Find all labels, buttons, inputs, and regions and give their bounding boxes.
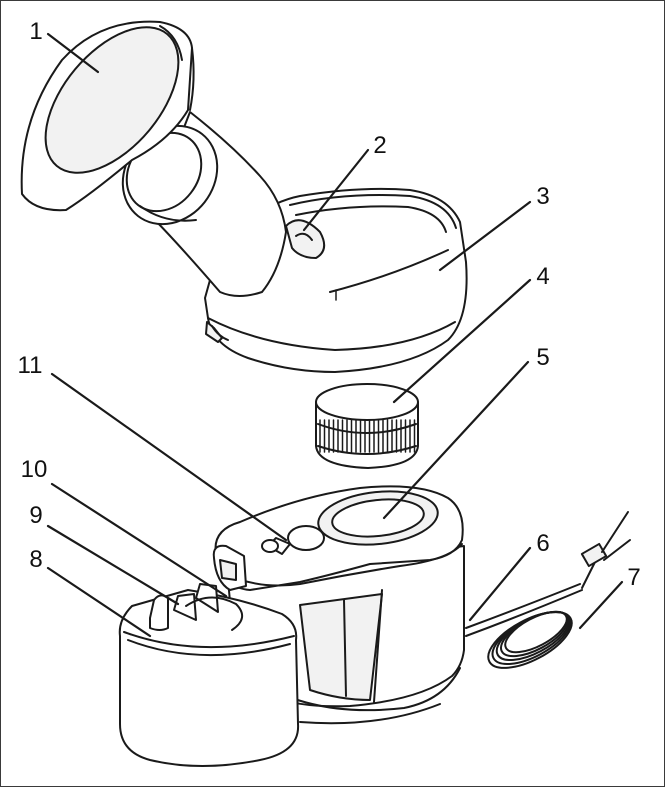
power-cord [487, 511, 631, 669]
callout-7: 7 [627, 564, 641, 591]
leader-8 [46, 566, 152, 638]
leader-lines [46, 32, 624, 638]
leader-10 [50, 482, 228, 598]
callout-6: 6 [536, 530, 550, 557]
leader-4 [392, 278, 532, 404]
leader-3 [438, 200, 532, 272]
callout-4: 4 [536, 263, 550, 290]
power-switch [261, 525, 325, 555]
callout-8: 8 [29, 546, 43, 573]
medicine-cap [315, 383, 419, 469]
mask-part [20, 20, 195, 212]
cord-coil-loop [504, 610, 568, 654]
leader-6 [468, 546, 532, 622]
vent-slot [285, 219, 326, 259]
callout-5: 5 [536, 344, 550, 371]
leader-2 [302, 148, 370, 232]
callout-10: 10 [20, 456, 48, 483]
leader-9 [46, 524, 180, 606]
callout-1: 1 [29, 18, 43, 45]
callout-9: 9 [29, 502, 43, 529]
leader-11 [50, 372, 288, 542]
callout-11: 11 [17, 352, 43, 379]
callout-3: 3 [536, 183, 550, 210]
leader-7 [578, 580, 624, 630]
callout-2: 2 [373, 132, 387, 159]
leader-5 [382, 360, 530, 520]
cord-coil-loop [487, 611, 573, 669]
leader-1 [46, 32, 100, 74]
water-tray [118, 583, 300, 767]
cover-assembly [20, 20, 468, 373]
